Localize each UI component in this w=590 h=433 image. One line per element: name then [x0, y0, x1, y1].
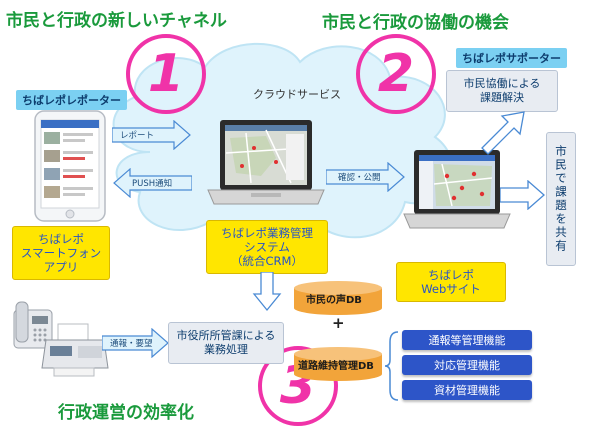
voice-db-label: 市民の声DB: [306, 295, 362, 306]
telephone-icon: [13, 301, 53, 349]
fax-machine-icon: [41, 323, 109, 377]
function-materials-management: 資材管理機能: [402, 380, 532, 400]
reporter-tag: ちばレポレポーター: [16, 90, 127, 110]
supporter-tag: ちばレポサポーター: [456, 48, 567, 68]
system-label-line-2: システム: [244, 240, 290, 254]
smartphone-icon: [34, 110, 106, 222]
report-arrow: [112, 120, 191, 150]
confirm-publish-label: 確認・公開: [338, 173, 381, 183]
voice-db-cylinder: [294, 281, 382, 315]
circle-number-2: 2: [356, 34, 436, 114]
road-db-cylinder: [294, 347, 382, 381]
supporter-box-line-1: 市民協働による: [463, 77, 541, 90]
supporter-box: 市民協働による 課題解決: [446, 70, 558, 112]
confirm-publish-arrow: [326, 162, 405, 192]
app-label-box: ちばレポ スマートフォン アプリ: [12, 226, 110, 280]
cloud-label: クラウドサービス: [253, 88, 341, 101]
road-db-label: 道路維持管理DB: [298, 361, 374, 372]
supporter-arrow: [481, 111, 525, 155]
function-response-management: 対応管理機能: [402, 355, 532, 375]
plus-sign: +: [332, 314, 345, 332]
website-label-line-2: Webサイト: [421, 282, 481, 296]
push-arrow-label: PUSH通知: [132, 179, 173, 189]
app-label-line-1: ちばレポ: [38, 232, 84, 246]
city-office-box: 市役所所管課による 業務処理: [168, 322, 284, 364]
function-notification-management: 通報等管理機能: [402, 330, 532, 350]
website-label-line-1: ちばレポ: [428, 268, 474, 282]
circle-number-1: 1: [126, 34, 206, 114]
sharing-arrow: [500, 180, 545, 210]
notify-request-label: 通報・要望: [110, 339, 153, 349]
function-brace: [384, 331, 399, 401]
app-label-line-3: アプリ: [43, 260, 79, 274]
system-label-line-1: ちばレポ業務管理: [221, 226, 313, 240]
sharing-box: 市民で課題を共有: [546, 132, 576, 266]
city-office-line-1: 市役所所管課による: [176, 329, 276, 342]
headline-citizen-channel: 市民と行政の新しいチャネル: [6, 11, 227, 31]
sharing-text: 市民で課題を共有: [554, 145, 568, 253]
push-arrow: [113, 168, 192, 198]
supporter-box-line-2: 課題解決: [480, 91, 524, 104]
system-label-line-3: （統合CRM）: [231, 254, 303, 268]
report-arrow-label: レポート: [120, 131, 155, 141]
city-office-line-2: 業務処理: [204, 343, 248, 356]
headline-collaboration: 市民と行政の協働の機会: [322, 13, 509, 33]
app-label-line-2: スマートフォン: [20, 246, 102, 260]
laptop-website-icon: [403, 150, 511, 229]
system-label-box: ちばレポ業務管理 システム （統合CRM）: [206, 220, 328, 274]
website-label-box: ちばレポ Webサイト: [396, 262, 506, 302]
notify-request-arrow: [102, 328, 169, 358]
down-arrow-to-db: [252, 272, 282, 312]
headline-efficiency: 行政運営の効率化: [58, 403, 194, 423]
laptop-system-icon: [207, 120, 325, 205]
